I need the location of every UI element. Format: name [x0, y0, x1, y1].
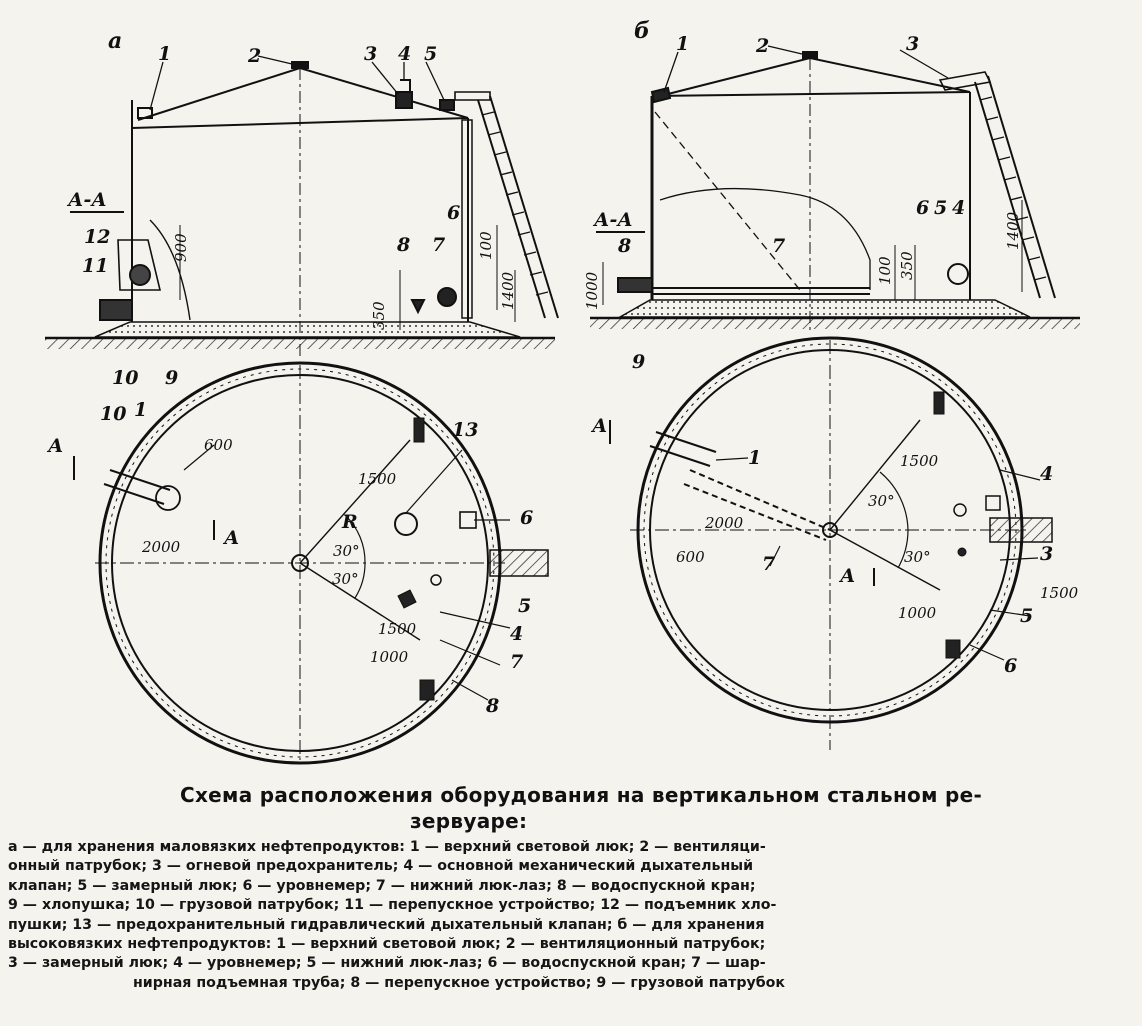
- plan-b-callout-5: 5: [1020, 605, 1033, 627]
- plan-b-callout-3: 3: [1040, 543, 1053, 565]
- plan-b-dim-1500-right: 1500: [1040, 584, 1079, 602]
- tank-a-plan: [73, 361, 549, 765]
- figure-caption-legend: а — для хранения маловязких нефтепродукт…: [8, 838, 1118, 993]
- plan-a-callout-1: 1: [134, 399, 147, 421]
- dim-900: 900: [172, 233, 190, 262]
- plan-b-callout-7: 7: [762, 553, 775, 575]
- plan-b-dim-600: 600: [676, 548, 705, 566]
- elevation-a-callouts: 1 2 3 4 5 6 7 8 9 10 11 12 900 350 100 1…: [82, 43, 517, 389]
- plan-b-callout-4: 4: [1040, 463, 1053, 485]
- panel-a-letter: а: [108, 28, 122, 54]
- callout-7: 7: [432, 234, 445, 256]
- plan-a-callout-10: 10: [100, 403, 126, 425]
- b-dim-1400: 1400: [1004, 211, 1022, 250]
- plan-a-dim-2000: 2000: [141, 538, 181, 556]
- plan-a-callout-7: 7: [510, 651, 523, 673]
- tank-a-elevation: [45, 55, 559, 360]
- caption-title-line-1: Схема расположения оборудования на верти…: [180, 783, 983, 807]
- plan-a-angle-bottom: 30°: [332, 570, 359, 588]
- callout-11: 11: [82, 255, 108, 277]
- panel-b-letter: б: [634, 18, 650, 44]
- b-dim-1000: 1000: [583, 271, 601, 310]
- plan-a-callouts: 1 10 13 5 4 7 8 6 600 1500 1500 1000 200…: [46, 399, 533, 717]
- plan-b-callout-6: 6: [1004, 655, 1017, 677]
- plan-b-section-a-left: А: [590, 415, 607, 437]
- plan-a-callout-6: 6: [520, 507, 533, 529]
- plan-a-callout-4: 4: [510, 623, 523, 645]
- plan-b-angle-top: 30°: [868, 492, 895, 510]
- callout-12: 12: [84, 226, 110, 248]
- callout-4: 4: [398, 43, 411, 65]
- plan-a-section-a-right: А: [222, 527, 239, 549]
- plan-b-dim-1500-top: 1500: [900, 452, 939, 470]
- elevation-b-callouts: 1 2 3 6 5 4 7 8 9 1000 100 350 1400: [583, 33, 1022, 373]
- b-callout-2: 2: [755, 35, 769, 57]
- b-callout-7: 7: [772, 235, 785, 257]
- callout-10: 10: [112, 367, 138, 389]
- tank-b-elevation: [590, 45, 1080, 330]
- callout-3: 3: [364, 43, 377, 65]
- b-callout-1: 1: [676, 33, 689, 55]
- callout-6: 6: [447, 202, 460, 224]
- plan-a-dim-1500-top: 1500: [358, 470, 397, 488]
- b-callout-6: 6: [916, 197, 929, 219]
- legend-line: а — для хранения маловязких нефтепродукт…: [8, 839, 766, 855]
- callout-2: 2: [247, 45, 261, 67]
- b-callout-3: 3: [906, 33, 919, 55]
- plan-a-dim-600: 600: [204, 436, 233, 454]
- plan-a-angle-top: 30°: [333, 542, 360, 560]
- plan-b-section-a-center: А: [838, 565, 855, 587]
- section-b-label: А-А: [592, 209, 633, 231]
- plan-a-dim-1500-bottom: 1500: [378, 620, 417, 638]
- b-dim-350: 350: [898, 251, 916, 280]
- legend-line: клапан; 5 — замерный люк; 6 — уровнемер;…: [8, 877, 756, 894]
- plan-b-callouts: 1 4 3 5 6 7 1500 2000 600 30° 30° 1000 1…: [590, 415, 1079, 677]
- plan-b-dim-1000: 1000: [898, 604, 937, 622]
- section-a-label: А-А: [66, 189, 107, 211]
- legend-line: онный патрубок; 3 — огневой предохраните…: [8, 858, 754, 875]
- equipment-layout-diagram: а А-А 1 2 3 4 5 6 7 8 9 10 11 12 900 350…: [45, 18, 1080, 765]
- callout-9: 9: [165, 367, 178, 389]
- callout-5: 5: [424, 43, 437, 65]
- legend-line: пушки; 13 — предохранительный гидравличе…: [8, 916, 765, 933]
- plan-a-callout-5: 5: [518, 595, 531, 617]
- dim-100: 100: [477, 231, 495, 260]
- b-dim-100: 100: [876, 256, 894, 285]
- plan-b-dim-2000: 2000: [704, 514, 744, 532]
- legend-line: высоковязких нефтепродуктов: 1 — верхний…: [8, 936, 766, 953]
- b-callout-9: 9: [632, 351, 645, 373]
- plan-a-callout-8: 8: [485, 695, 499, 717]
- caption-title-line-2: зервуаре:: [410, 809, 528, 833]
- b-callout-4: 4: [952, 197, 965, 219]
- legend-line: 3 — замерный люк; 4 — уровнемер; 5 — ниж…: [8, 955, 766, 972]
- dim-350: 350: [370, 301, 388, 330]
- callout-8: 8: [396, 234, 410, 256]
- dim-1400: 1400: [499, 271, 517, 310]
- legend-line: нирная подъемная труба; 8 — перепускное …: [133, 974, 786, 991]
- figure-caption-title: Схема расположения оборудования на верти…: [180, 782, 1120, 834]
- legend-line: 9 — хлопушка; 10 — грузовой патрубок; 11…: [8, 897, 777, 914]
- plan-a-callout-13: 13: [452, 419, 478, 441]
- plan-b-angle-bottom: 30°: [904, 548, 931, 566]
- plan-a-section-a-left: А: [46, 435, 63, 457]
- tank-b-plan: [609, 336, 1053, 750]
- b-callout-8: 8: [617, 235, 631, 257]
- plan-a-radius-label: R: [341, 511, 358, 533]
- b-callout-5: 5: [934, 197, 947, 219]
- callout-1: 1: [158, 43, 171, 65]
- plan-a-dim-1000: 1000: [370, 648, 409, 666]
- plan-b-callout-1: 1: [748, 447, 761, 469]
